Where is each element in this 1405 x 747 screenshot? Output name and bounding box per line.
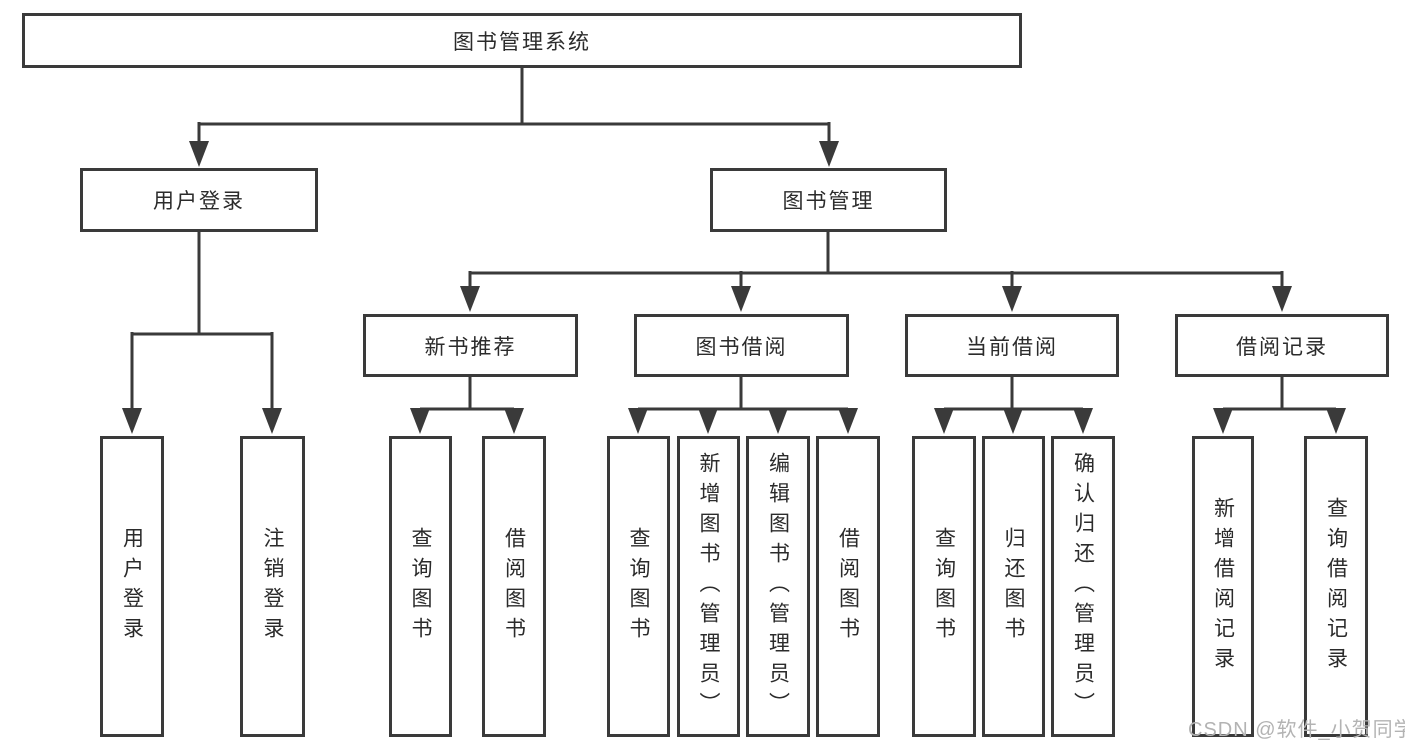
leaf-user-login: 用户登录 bbox=[100, 436, 164, 737]
node-label: 新增借阅记录 bbox=[1211, 496, 1235, 677]
node-label: 图书管理系统 bbox=[453, 30, 591, 54]
node-new-book-recommendation: 新书推荐 bbox=[363, 314, 578, 377]
node-label: 借阅图书 bbox=[836, 526, 860, 647]
leaf-borrow-books-borrowing: 借阅图书 bbox=[816, 436, 880, 737]
node-book-borrowing: 图书借阅 bbox=[634, 314, 849, 377]
node-label: 注销登录 bbox=[261, 526, 284, 647]
node-library-management-system: 图书管理系统 bbox=[22, 13, 1022, 68]
watermark-text: CSDN @软件_小贺同学 bbox=[1188, 719, 1405, 741]
node-label: 查询图书 bbox=[932, 526, 956, 647]
leaf-confirm-return-admin: 确认归还（管理员） bbox=[1051, 436, 1115, 737]
node-label: 归还图书 bbox=[1002, 526, 1025, 647]
leaf-query-books-recommend: 查询图书 bbox=[389, 436, 452, 737]
node-label: 确认归还（管理员） bbox=[1071, 451, 1095, 722]
leaf-add-borrow-record: 新增借阅记录 bbox=[1192, 436, 1254, 737]
leaf-edit-books-admin: 编辑图书（管理员） bbox=[746, 436, 810, 737]
leaf-return-books: 归还图书 bbox=[982, 436, 1045, 737]
leaf-add-books-admin: 新增图书（管理员） bbox=[677, 436, 740, 737]
leaf-borrow-books-recommend: 借阅图书 bbox=[482, 436, 546, 737]
node-user-login: 用户登录 bbox=[80, 168, 318, 232]
node-label: 当前借阅 bbox=[966, 335, 1058, 359]
node-label: 借阅图书 bbox=[502, 526, 526, 647]
leaf-logout: 注销登录 bbox=[240, 436, 305, 737]
node-label: 图书借阅 bbox=[695, 335, 788, 359]
node-label: 图书管理 bbox=[782, 190, 875, 213]
leaf-query-books-borrowing: 查询图书 bbox=[607, 436, 670, 737]
node-label: 查询借阅记录 bbox=[1324, 496, 1348, 677]
node-label: 编辑图书（管理员） bbox=[766, 451, 790, 722]
node-label: 查询图书 bbox=[409, 526, 432, 647]
node-label: 新增图书（管理员） bbox=[697, 451, 720, 722]
leaf-query-borrow-record: 查询借阅记录 bbox=[1304, 436, 1368, 737]
node-label: 借阅记录 bbox=[1236, 335, 1328, 359]
leaf-query-books-current: 查询图书 bbox=[912, 436, 976, 737]
node-borrowing-records: 借阅记录 bbox=[1175, 314, 1389, 377]
node-book-management: 图书管理 bbox=[710, 168, 947, 232]
node-label: 新书推荐 bbox=[424, 335, 517, 359]
node-current-borrowing: 当前借阅 bbox=[905, 314, 1119, 377]
node-label: 查询图书 bbox=[627, 526, 650, 647]
node-label: 用户登录 bbox=[153, 190, 245, 213]
node-label: 用户登录 bbox=[120, 526, 144, 647]
